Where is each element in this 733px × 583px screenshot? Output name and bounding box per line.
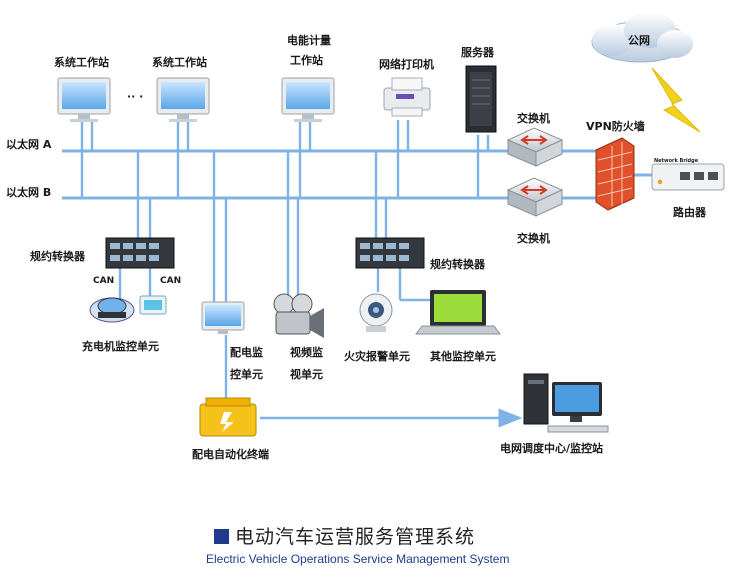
workstation-drops bbox=[80, 120, 490, 198]
printer-icon bbox=[383, 77, 431, 117]
device-drops bbox=[118, 151, 523, 428]
ethernet-b-label: 以太网 B bbox=[6, 185, 51, 199]
server-icon bbox=[465, 65, 497, 133]
protocol-converter-right-icon bbox=[355, 237, 425, 269]
distribution-terminal-icon bbox=[199, 397, 257, 437]
switch-top-icon bbox=[506, 127, 564, 167]
ethernet-a-label: 以太网 A bbox=[6, 137, 52, 151]
video-camera-icon bbox=[273, 293, 324, 338]
workstation-2-icon bbox=[156, 77, 210, 122]
dispatch-center-icon bbox=[523, 373, 609, 433]
workstation-1-icon bbox=[57, 77, 111, 122]
router-tag: Network Bridge bbox=[654, 158, 699, 164]
video-unit-label-line2: 视单元 bbox=[290, 367, 323, 381]
other-unit-label: 其他监控单元 bbox=[430, 349, 496, 363]
laptop-icon bbox=[415, 290, 501, 335]
footer-subtitle: Electric Vehicle Operations Service Mana… bbox=[206, 552, 510, 566]
switch-bottom-icon bbox=[506, 177, 564, 217]
workstation-ellipsis: ·· · bbox=[127, 90, 143, 103]
footer-square-icon bbox=[214, 529, 229, 544]
fire-alarm-unit-label: 火灾报警单元 bbox=[344, 349, 410, 363]
metering-workstation-label-line2: 工作站 bbox=[290, 53, 323, 67]
router-icon bbox=[651, 163, 725, 191]
distribution-monitor-icon bbox=[201, 301, 245, 334]
cloud-label: 公网 bbox=[628, 34, 650, 47]
printer-label: 网络打印机 bbox=[379, 57, 434, 71]
can-label-2: CAN bbox=[160, 276, 181, 286]
cloud-icon bbox=[591, 12, 693, 63]
protocol-converter-left-label: 规约转换器 bbox=[30, 249, 86, 263]
distribution-unit-label-line2: 控单元 bbox=[230, 367, 263, 381]
footer-title-text: 电动汽车运营服务管理系统 bbox=[235, 526, 476, 548]
workstation-1-label: 系统工作站 bbox=[54, 55, 109, 69]
charger-unit-label: 充电机监控单元 bbox=[82, 339, 159, 353]
fire-alarm-icon bbox=[359, 293, 393, 332]
metering-workstation-icon bbox=[281, 77, 335, 122]
distribution-unit-label-line1: 配电监 bbox=[230, 345, 263, 359]
footer-title: 电动汽车运营服务管理系统 bbox=[214, 522, 475, 549]
can-label-1: CAN bbox=[93, 276, 114, 286]
router-label: 路由器 bbox=[673, 205, 707, 219]
switch-bottom-label: 交换机 bbox=[517, 231, 550, 245]
metering-workstation-label-line1: 电能计量 bbox=[287, 33, 331, 47]
firewall-label: VPN防火墙 bbox=[586, 119, 645, 133]
distribution-terminal-label: 配电自动化终端 bbox=[192, 447, 269, 461]
lightning-icon bbox=[651, 67, 701, 133]
protocol-converter-left-icon bbox=[105, 237, 175, 269]
firewall-icon bbox=[595, 137, 635, 211]
switch-top-label: 交换机 bbox=[517, 111, 550, 125]
dispatch-center-label: 电网调度中心/监控站 bbox=[500, 441, 603, 455]
server-label: 服务器 bbox=[461, 45, 495, 59]
workstation-2-label: 系统工作站 bbox=[152, 55, 207, 69]
protocol-converter-right-label: 规约转换器 bbox=[430, 257, 486, 271]
charger-icon bbox=[89, 295, 167, 323]
video-unit-label-line1: 视频监 bbox=[290, 345, 323, 359]
